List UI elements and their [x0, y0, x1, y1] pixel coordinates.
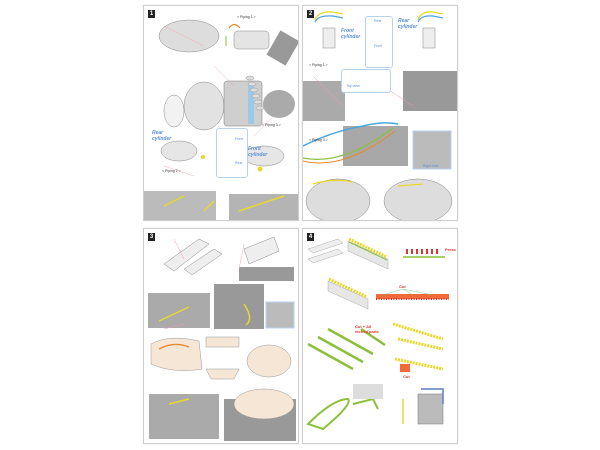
cut-label-2: Cut — [403, 374, 410, 379]
instruction-step-3: 3 — [143, 228, 299, 444]
instruction-step-1: 1 < Piping 1 > < Piping 2 > < Piping 3 >… — [143, 5, 299, 221]
rear-cylinder-label: Rear cylinder — [398, 18, 418, 30]
step-number: 3 — [148, 233, 155, 241]
press-label: Press — [445, 247, 456, 252]
step-3-illustration — [148, 236, 296, 441]
rear-front-inset: Front Rear — [216, 128, 248, 178]
piping-3-label: < Piping 3 > — [262, 123, 281, 127]
front-label: Front — [374, 44, 383, 48]
piping-2-label: < Piping 2 > — [162, 169, 181, 173]
step-2-illustration — [303, 11, 457, 220]
step-4-illustration — [306, 237, 449, 431]
piping-1-label: < Piping 1 > — [309, 63, 328, 67]
rear-cylinder-label: Rear cylinder — [152, 130, 172, 142]
step-number: 2 — [307, 10, 314, 18]
top-view-inset: Top view — [341, 69, 391, 93]
front-cylinder-label: Front cylinder — [248, 146, 268, 158]
step-number: 1 — [148, 10, 155, 18]
top-view-label: Top view — [346, 84, 360, 88]
instruction-step-2: 2 Front cylinder Rear cylinder Rear Fron… — [302, 5, 458, 221]
front-label: Front — [235, 137, 244, 141]
cut-label: Cut — [399, 284, 406, 289]
right-side-label: Right side — [423, 164, 439, 168]
cut-all-etched-label: Cut + All etched parts — [355, 324, 379, 334]
rear-label: Rear — [374, 19, 382, 23]
front-cylinder-label: Front cylinder — [341, 28, 361, 40]
instruction-step-4: 4 Press Cut Cut + All etched parts Cut — [302, 228, 458, 444]
piping-3-label: < Piping 3 > — [309, 138, 328, 142]
step-1-illustration — [144, 19, 298, 220]
step-number: 4 — [307, 233, 314, 241]
rear-front-inset: Rear Front — [365, 16, 393, 68]
rear-label: Rear — [235, 161, 243, 165]
piping-1-label: < Piping 1 > — [237, 15, 256, 19]
